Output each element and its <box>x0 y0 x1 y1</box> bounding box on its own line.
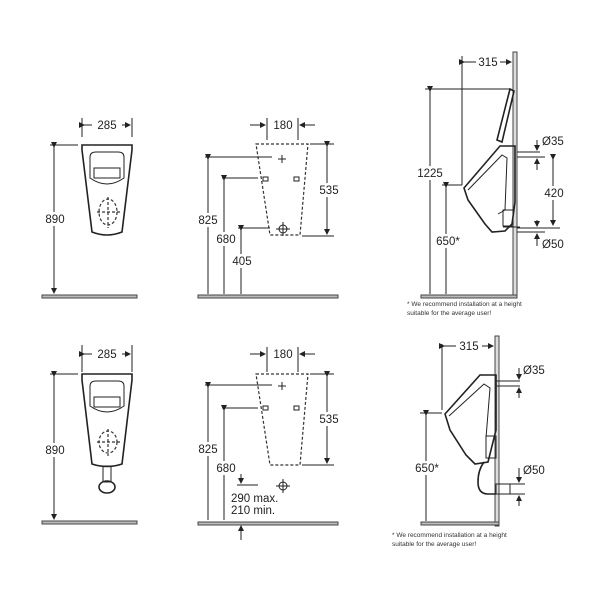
drain-max-height: 290 max. <box>231 493 278 505</box>
rim-height-dimension: 650* <box>415 463 439 475</box>
rim-height-dimension: 650* <box>436 236 460 248</box>
inlet-outlet-spacing: 420 <box>544 188 563 200</box>
front-view-top: 285 890 <box>38 118 138 299</box>
fixing-span-dimension: 535 <box>319 185 338 197</box>
fixing-width-dimension: 180 <box>273 349 292 361</box>
installation-note: * We recommend installation at a height <box>392 532 507 539</box>
height-dimension: 890 <box>45 214 64 226</box>
installation-note-line2: suitable for the average user! <box>407 310 491 317</box>
depth-dimension: 315 <box>459 341 478 353</box>
inlet-diameter: Ø35 <box>523 365 545 377</box>
fixing-span-dimension: 535 <box>319 414 338 426</box>
front-view-bottom: 285 890 <box>38 345 138 525</box>
width-dimension: 285 <box>97 120 116 132</box>
installation-note-line2: suitable for the average user! <box>392 541 476 548</box>
inlet-diameter: Ø35 <box>542 136 564 148</box>
drain-height: 405 <box>232 256 251 268</box>
width-dimension: 285 <box>97 349 116 361</box>
side-view-bottom: 315 Ø35 Ø50 650* * We recommend installa… <box>392 335 545 548</box>
outlet-diameter: Ø50 <box>523 465 545 477</box>
upper-fixing-height: 825 <box>198 444 217 456</box>
side-fixing-height: 680 <box>216 463 235 475</box>
outlet-diameter: Ø50 <box>542 239 564 251</box>
installation-view-top: 180 825 680 405 535 <box>195 118 342 299</box>
total-height-dimension: 1225 <box>417 168 443 180</box>
installation-view-bottom: 180 825 680 290 max. 210 min. 535 <box>195 347 342 540</box>
height-dimension: 890 <box>45 445 64 457</box>
side-fixing-height: 680 <box>216 234 235 246</box>
side-view-top: 315 1225 650* Ø35 420 Ø50 * We recommend… <box>407 51 568 317</box>
depth-dimension: 315 <box>478 57 497 69</box>
fixing-width-dimension: 180 <box>273 120 292 132</box>
installation-note: * We recommend installation at a height <box>407 301 522 308</box>
drain-min-height: 210 min. <box>231 505 275 517</box>
upper-fixing-height: 825 <box>198 215 217 227</box>
